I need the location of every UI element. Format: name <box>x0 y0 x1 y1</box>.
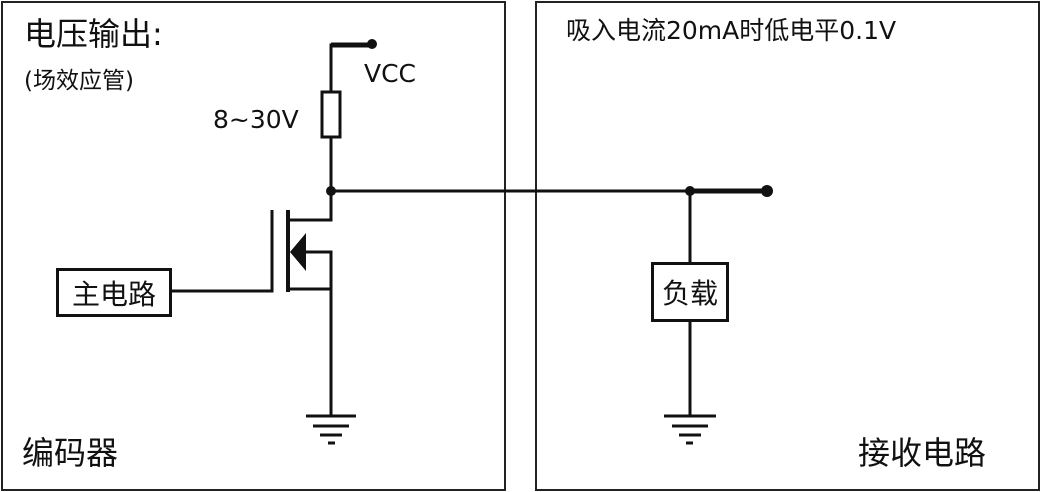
mosfet-body <box>304 250 333 289</box>
mosfet-drain <box>288 191 333 222</box>
encoder-label: 编码器 <box>22 434 119 472</box>
load-node <box>685 186 695 196</box>
encoder-title: 电压输出: <box>24 15 163 53</box>
receiver-label: 接收电路 <box>858 434 987 472</box>
encoder-subtitle: (场效应管) <box>24 68 134 94</box>
load-box: 负载 <box>651 262 729 322</box>
mosfet-gate <box>172 210 274 293</box>
encoder-panel <box>1 1 506 491</box>
supply-range-label: 8~30V <box>213 105 299 134</box>
output-terminal <box>761 185 773 197</box>
receiver-note: 吸入电流20mA时低电平0.1V <box>566 16 897 45</box>
receiver-panel <box>535 1 1040 491</box>
mosfet-arrow-icon <box>290 233 306 271</box>
pullup-resistor <box>320 90 342 139</box>
vcc-label: VCC <box>364 59 417 88</box>
main-circuit-box: 主电路 <box>56 268 172 317</box>
drain-node <box>326 186 336 196</box>
mosfet-source <box>288 287 333 416</box>
vcc-terminal <box>367 39 377 49</box>
